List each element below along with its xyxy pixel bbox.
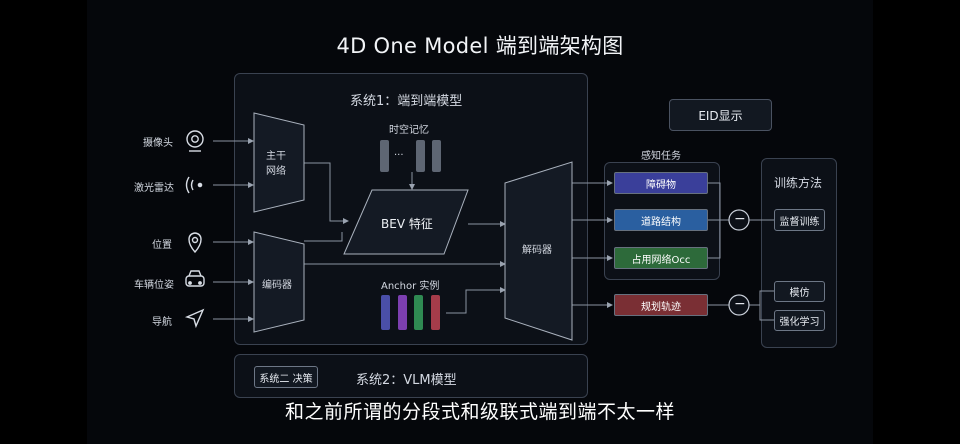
training-imitation: 模仿 xyxy=(774,281,825,302)
merge-symbol-perception: − xyxy=(734,211,746,227)
training-rl: 强化学习 xyxy=(774,310,825,331)
merge-circle-perception xyxy=(728,209,750,231)
line-merge-rl xyxy=(759,305,774,321)
memory-bar-1 xyxy=(380,140,389,172)
input-label-pose: 车辆位姿 xyxy=(134,280,174,291)
memory-bars xyxy=(380,140,441,172)
merge-symbol-planning: − xyxy=(734,296,746,312)
system2-label: 系统2：VLM模型 xyxy=(356,373,457,388)
merge-circle-planning xyxy=(728,294,750,316)
line-obstacle-merge xyxy=(708,182,721,220)
bev-feature-block xyxy=(343,189,469,255)
lidar-icon xyxy=(185,176,203,194)
arrow-encoder-bev xyxy=(304,232,343,242)
training-supervised: 监督训练 xyxy=(774,209,825,231)
encoder-label: 编码器 xyxy=(262,280,292,291)
video-subtitle: 和之前所谓的分段式和级联式端到端不太一样 xyxy=(284,401,675,423)
anchor-bar-4 xyxy=(431,295,440,330)
memory-bar-3 xyxy=(432,140,441,172)
arrow-anchor-decoder xyxy=(446,287,506,314)
backbone-block xyxy=(253,112,305,213)
anchor-label: Anchor 实例 xyxy=(381,281,440,292)
encoder-block xyxy=(253,231,305,333)
input-label-lidar: 激光雷达 xyxy=(134,183,174,194)
system2-decision-tag: 系统二 决策 xyxy=(254,366,318,388)
line-merge-imitation xyxy=(749,290,774,306)
bev-label: BEV 特征 xyxy=(381,217,433,231)
diagram-title: 4D One Model 端到端架构图 xyxy=(336,34,624,58)
eid-display-button: EID显示 xyxy=(669,99,772,131)
location-pin-icon xyxy=(188,232,202,254)
input-label-camera: 摄像头 xyxy=(143,138,173,149)
task-obstacle: 障碍物 xyxy=(614,172,708,194)
input-label-location: 位置 xyxy=(152,240,172,251)
task-planning-trajectory: 规划轨迹 xyxy=(614,294,708,316)
anchor-bar-3 xyxy=(414,295,423,330)
task-road-structure: 道路结构 xyxy=(614,209,708,231)
memory-label: 时空记忆 xyxy=(389,125,429,136)
system1-label: 系统1：端到端模型 xyxy=(350,94,463,109)
task-occupancy: 占用网络Occ xyxy=(614,247,708,269)
camera-icon xyxy=(186,130,204,152)
input-label-navigation: 导航 xyxy=(152,317,172,328)
decoder-block xyxy=(504,161,573,341)
car-icon xyxy=(185,270,205,287)
arrow-backbone-bev xyxy=(304,162,349,224)
training-label: 训练方法 xyxy=(774,176,823,190)
navigation-arrow-icon xyxy=(184,308,205,329)
perception-label: 感知任务 xyxy=(641,151,681,162)
backbone-label: 主干 网络 xyxy=(266,151,286,177)
decoder-label: 解码器 xyxy=(522,245,552,256)
line-occ-merge xyxy=(708,220,721,259)
memory-ellipsis: ··· xyxy=(394,150,404,161)
memory-bar-2 xyxy=(416,140,425,172)
anchor-bar-1 xyxy=(381,295,390,330)
anchor-bar-2 xyxy=(398,295,407,330)
